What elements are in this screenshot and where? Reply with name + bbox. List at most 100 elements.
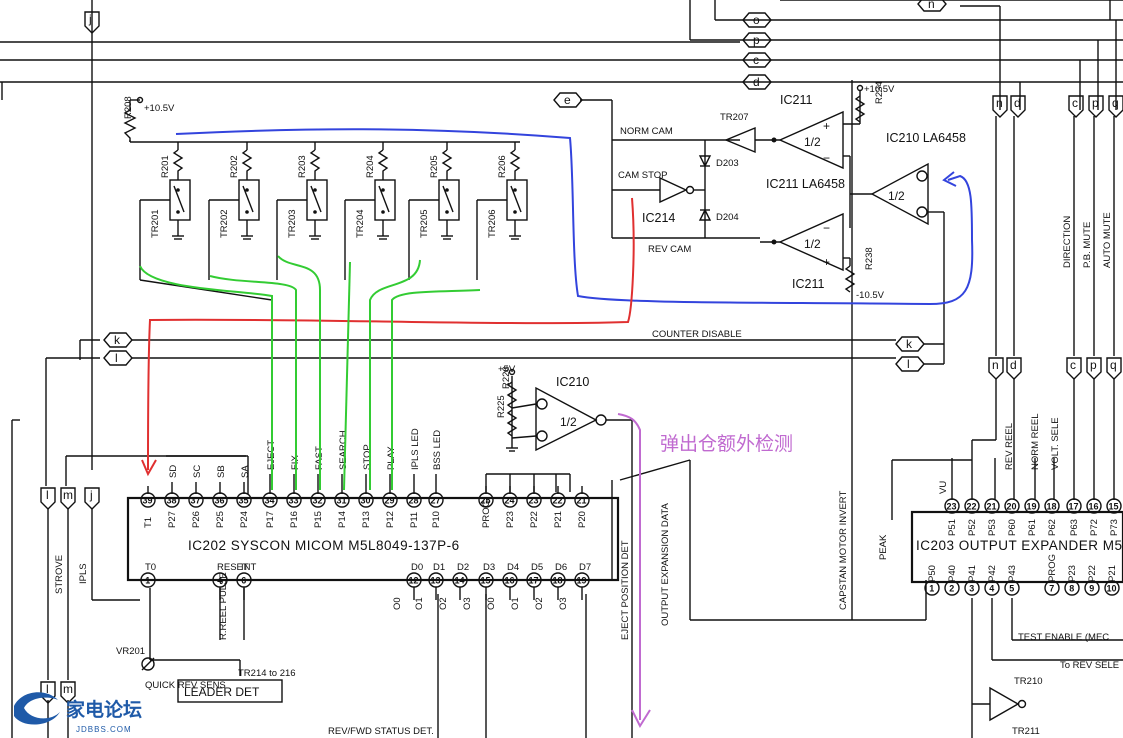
- pin-name: P50: [927, 565, 938, 582]
- bus-tag: m: [60, 487, 76, 510]
- pin-number: 23: [947, 502, 957, 512]
- signal-label: O0: [392, 597, 403, 610]
- k-l-lines: COUNTER DISABLE STROVE IPLS: [11, 329, 944, 738]
- pin-number: 4: [217, 576, 222, 586]
- pin-name: P61: [1027, 519, 1038, 536]
- pin-name: RESET: [217, 562, 249, 573]
- pin-number: 1: [145, 576, 150, 586]
- pin-name: P21: [1107, 565, 1118, 582]
- magenta-trace: [617, 413, 641, 720]
- bottom-left: VR201 QUICK REV SENS LEADER DET TR214 to…: [116, 588, 434, 737]
- tr211-label: TR211: [1012, 726, 1040, 737]
- signal-label: O1: [510, 597, 521, 610]
- norm-cam-label: NORM CAM: [620, 126, 673, 137]
- eject-position-label: EJECT POSITION DET: [620, 540, 631, 640]
- pin-number: 24: [505, 496, 515, 506]
- half-label: 1/2: [804, 237, 821, 251]
- bus-letter: j: [89, 488, 93, 502]
- pin-name: T1: [143, 517, 154, 528]
- ic202-chip: IC202 SYSCON MICOM M5L8049-137P-6: [126, 496, 620, 582]
- bus-letter: p: [1090, 358, 1097, 372]
- minus-sign: −: [823, 151, 830, 165]
- pin-number: 22: [553, 496, 563, 506]
- ic210-label: IC210: [556, 375, 589, 389]
- pin-name: P40: [947, 565, 958, 582]
- bus-letter: j: [88, 12, 92, 26]
- resistor-label: R204: [365, 155, 376, 178]
- eject-annotation: 弹出仓额外检测: [660, 433, 793, 455]
- r238-label: R238: [864, 247, 875, 270]
- bus-tag: c: [1066, 357, 1082, 380]
- top-bus: [0, 0, 1123, 470]
- pin-name: D0: [411, 562, 423, 573]
- pin-number: 9: [1089, 584, 1094, 594]
- pin-number: 2: [949, 584, 954, 594]
- transistor-label: TR201: [150, 209, 161, 238]
- supply-label: +5V: [498, 364, 516, 375]
- red-trace: [147, 197, 635, 471]
- resistor-label: R201: [160, 155, 171, 178]
- bus-tag: c: [1068, 95, 1084, 118]
- output-expansion-label: OUTPUT EXPANSION DATA: [660, 503, 671, 626]
- r226-label: R226: [501, 366, 512, 389]
- pin-name: P72: [1089, 519, 1100, 536]
- signal-label: SC: [192, 465, 203, 478]
- pin-number: 7: [1049, 584, 1054, 594]
- pin-name: PROG: [481, 500, 492, 528]
- bus-letter: l: [46, 488, 49, 502]
- pin-number: 34: [265, 496, 275, 506]
- half-label: 1/2: [888, 189, 905, 203]
- bus-tag: p: [742, 32, 772, 48]
- counter-disable-label: COUNTER DISABLE: [652, 329, 742, 340]
- pin-number: 38: [167, 496, 177, 506]
- leader-det-label: LEADER DET: [184, 685, 260, 699]
- bus-letter: l: [115, 351, 118, 365]
- bus-tag: d: [742, 74, 772, 90]
- bus-tag: q: [1108, 95, 1123, 118]
- switches: R201TR201R202TR202R203TR203R204TR204R205…: [139, 142, 528, 301]
- pin-number: 19: [577, 576, 587, 586]
- sig-direction: DIRECTION: [1062, 216, 1073, 268]
- logo-text: 家电论坛: [66, 698, 142, 721]
- signal-label: BSS LED: [432, 430, 443, 470]
- pin-name: P21: [553, 511, 564, 528]
- transistor-label: TR206: [487, 209, 498, 238]
- annotation-strokes: 弹出仓额外检测: [139, 128, 974, 729]
- watermark-logo: 家电论坛 JDBBS.COM: [14, 692, 142, 734]
- supply-label: +10.5V: [864, 84, 895, 95]
- pin-number: 13: [431, 576, 441, 586]
- transistor-label: TR203: [287, 209, 298, 238]
- d204-label: D204: [716, 212, 739, 223]
- half-label: 1/2: [804, 135, 821, 149]
- ic202-title: IC202 SYSCON MICOM M5L8049-137P-6: [188, 538, 460, 553]
- pin-name: P20: [577, 511, 588, 528]
- pin-number: 16: [1089, 502, 1099, 512]
- bus-letter: p: [753, 33, 760, 47]
- pin-name: P11: [409, 512, 420, 528]
- signal-label: O2: [438, 597, 449, 610]
- r234-label: R234: [874, 81, 885, 104]
- pin-number: 15: [481, 576, 491, 586]
- plus-sign: +: [823, 119, 830, 133]
- bus-letter: k: [906, 337, 913, 351]
- pin-name: P17: [265, 511, 276, 528]
- pin-number: 12: [409, 576, 419, 586]
- cam-section: NORM CAM REV CAM CAM STOP IC214 D203 D20…: [580, 81, 966, 364]
- bus-tag: j: [84, 11, 100, 34]
- peak-label: PEAK: [878, 534, 889, 560]
- bus-tag: l: [895, 356, 925, 372]
- sig-norm-reel: NORM REEL: [1030, 414, 1041, 470]
- pin-number: 31: [337, 496, 347, 506]
- bus-tag: n: [992, 95, 1008, 118]
- pin-name: D1: [433, 562, 445, 573]
- plus-sign: +: [823, 255, 830, 269]
- bus-letter: k: [114, 333, 121, 347]
- pin-name: P52: [967, 519, 978, 536]
- signal-label: IPLS LED: [410, 428, 421, 470]
- logo-url: JDBBS.COM: [76, 725, 132, 734]
- pin-number: 25: [481, 496, 491, 506]
- pin-number: 19: [1027, 502, 1037, 512]
- minus-sign: −: [823, 221, 830, 235]
- ic203-signal-labels: VU REV REEL NORM REEL VOLT. SELE DIRECTI…: [838, 80, 1123, 738]
- pin-number: 33: [289, 496, 299, 506]
